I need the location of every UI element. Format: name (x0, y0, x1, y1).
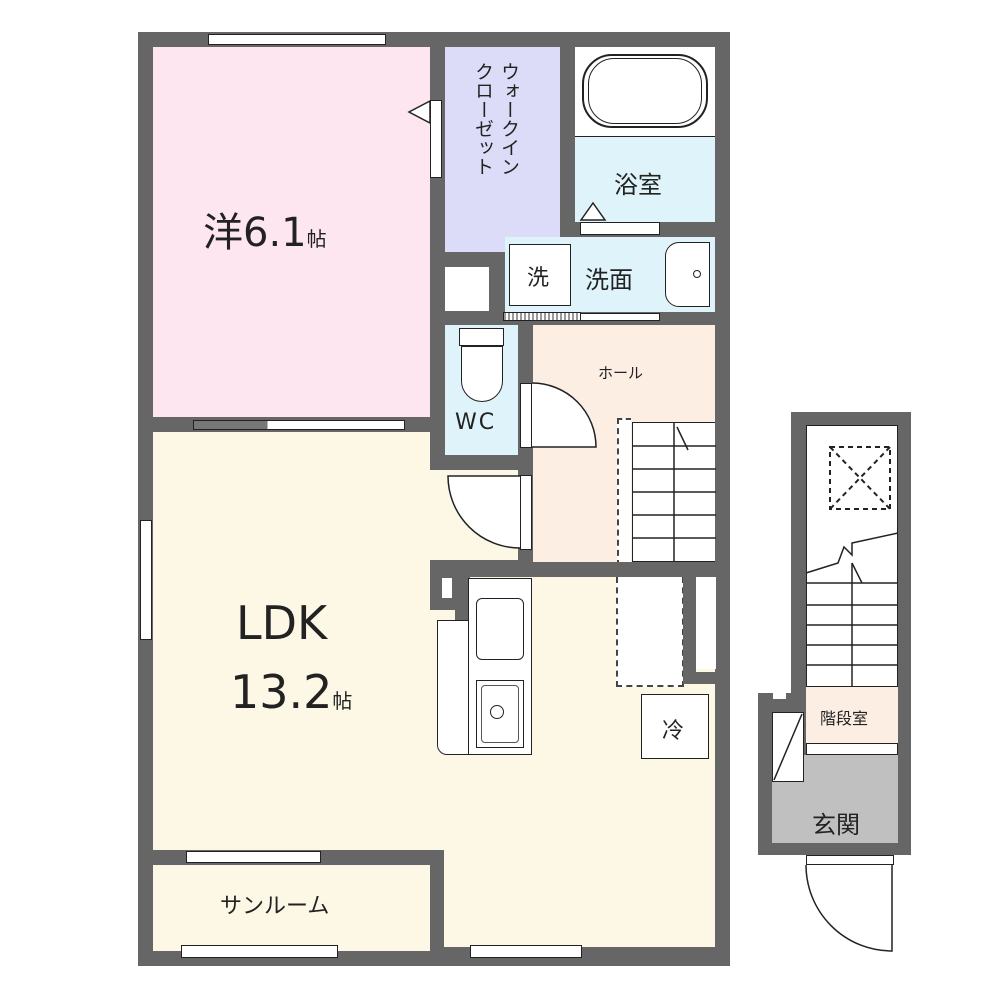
kitchen-top-wall (430, 562, 730, 577)
window-ldk-left[interactable] (140, 520, 152, 640)
ldk-name: LDK (236, 596, 328, 650)
room-western (153, 47, 430, 417)
wc-door-swing-icon (531, 382, 597, 448)
wc-door[interactable] (520, 383, 532, 448)
entrance-step (806, 743, 898, 755)
wc-label: WC (455, 410, 497, 435)
bathtub-inner (588, 58, 702, 124)
window-western-bottom[interactable] (193, 420, 405, 430)
western-size: 6.1 (243, 210, 307, 256)
room-ldk (153, 432, 430, 850)
room-sunroom (153, 865, 430, 951)
ldk-hall-door[interactable] (520, 475, 532, 550)
sink-basin (481, 685, 519, 743)
washroom-door-sliding-2[interactable] (580, 313, 660, 321)
pantry-wall (683, 577, 696, 679)
pantry-right-slot (696, 577, 716, 669)
room-stair-hall (806, 687, 898, 743)
washbasin-drain (693, 270, 701, 278)
washer-label: 洗 (527, 266, 550, 291)
ldk-size-label: 13.2帖 (230, 665, 352, 719)
sunroom-side-wall (430, 850, 444, 966)
fridge-space (641, 694, 709, 759)
shoe-cabinet-diagonal (773, 713, 803, 781)
room-ldk-bottom (430, 850, 715, 947)
hall-label: ホール (598, 364, 644, 382)
bath-door[interactable] (580, 222, 660, 235)
closet-label-col2: クローゼット (472, 62, 494, 176)
bath-label: 浴室 (614, 171, 662, 199)
closet-label-col1: ウォークイン (498, 62, 520, 176)
window-western-top[interactable] (208, 34, 386, 45)
ldk-door-swing-icon (447, 475, 521, 549)
pantry-dashed (616, 577, 684, 687)
window-sunroom-top[interactable] (186, 851, 321, 863)
washbasin-icon (665, 242, 710, 307)
entrance-door-swing-icon (805, 864, 893, 952)
sink-icon (476, 680, 524, 748)
washroom-door-sliding-1[interactable] (503, 312, 581, 321)
sink-drain (490, 705, 504, 719)
entrance-door[interactable] (806, 855, 894, 865)
western-unit: 帖 (306, 227, 327, 251)
bath-door-triangle-icon (579, 201, 607, 221)
storage-box (445, 267, 489, 311)
western-closet-door[interactable] (430, 100, 442, 178)
entrance-small-vent (773, 693, 786, 699)
kitchen-counter (468, 578, 532, 755)
entrance-label: 玄関 (812, 811, 860, 839)
stair-room-label: 階段室 (820, 709, 869, 728)
room-walk-in-closet (445, 47, 560, 252)
western-room-label: 洋6.1帖 (203, 200, 327, 258)
fridge-label: 冷 (662, 719, 685, 744)
western-prefix: 洋 (203, 210, 243, 256)
window-sunroom-bottom[interactable] (181, 945, 338, 958)
hall-stairs-dashed-rail (617, 418, 631, 566)
washroom-label: 洗面 (585, 266, 633, 294)
window-ldk-bottom[interactable] (470, 945, 582, 958)
stove-icon (476, 598, 524, 660)
kitchen-pillar-hole (442, 578, 452, 598)
toilet-bowl-icon (461, 346, 503, 402)
ldk-size: 13.2 (230, 665, 333, 719)
washing-machine-space (509, 244, 571, 306)
sunroom-label: サンルーム (220, 894, 330, 919)
stair-room-stairs (805, 446, 899, 687)
toilet-tank (459, 328, 504, 346)
hall-stairs-lines (632, 422, 716, 562)
kitchen-counter-back (437, 620, 472, 755)
pantry-bottom-wall (683, 672, 715, 684)
ldk-unit: 帖 (332, 689, 353, 713)
western-closet-door-triangle-icon (407, 99, 431, 125)
